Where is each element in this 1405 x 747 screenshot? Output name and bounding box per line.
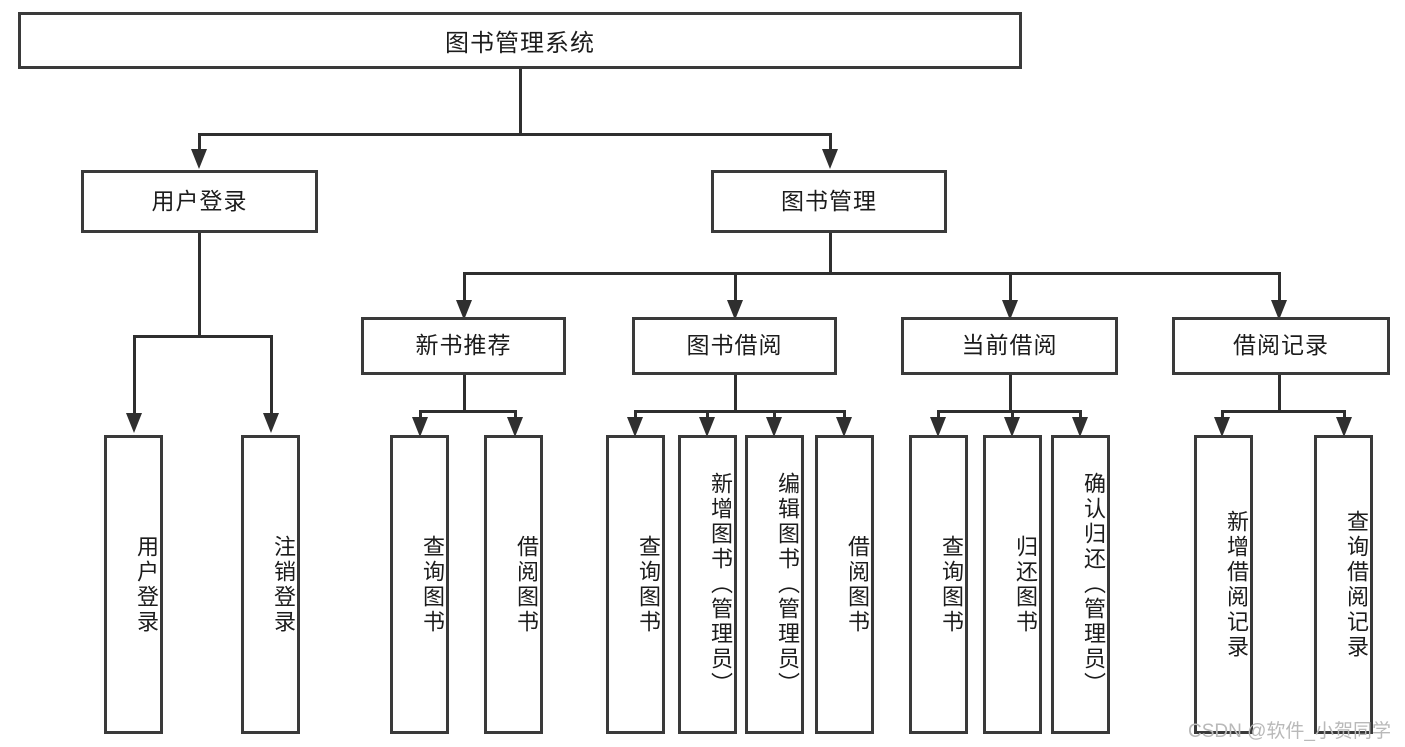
arrow-to-cb-leaf-3: [1072, 417, 1088, 437]
connector-book-borrow-stem: [734, 375, 737, 411]
arrow-to-bb-leaf-3: [766, 417, 782, 437]
node-label: 图书借阅: [686, 332, 783, 359]
node-new-book-recommend[interactable]: 新书推荐: [361, 317, 566, 375]
arrow-to-bb-leaf-4: [836, 417, 852, 437]
arrow-to-new-book-recommend: [456, 300, 472, 320]
node-label: 图书管理: [781, 187, 877, 214]
arrow-to-current-borrow: [1002, 300, 1018, 320]
node-label: 确认归还（管理员）: [1081, 472, 1106, 697]
leaf-user-login[interactable]: 用户登录: [104, 435, 163, 734]
leaf-br-query-record[interactable]: 查询借阅记录: [1314, 435, 1373, 734]
connector-level2-bus: [198, 133, 832, 136]
arrow-to-leaf-logout: [263, 413, 279, 433]
connector-drop-leaf-logout: [270, 335, 273, 415]
node-label: 当前借阅: [961, 332, 1058, 359]
connector-book-borrow-bus: [634, 410, 846, 413]
arrow-to-br-leaf-1: [1214, 417, 1230, 437]
arrow-to-nb-leaf-2: [507, 417, 523, 437]
connector-level3-bus: [463, 272, 1281, 275]
leaf-cb-return-book[interactable]: 归还图书: [983, 435, 1042, 734]
connector-current-borrow-stem: [1009, 375, 1012, 411]
node-label: 借阅图书: [514, 534, 539, 635]
connector-new-book-bus: [419, 410, 517, 413]
connector-drop-book-management: [829, 133, 832, 151]
connector-new-book-stem: [463, 375, 466, 411]
connector-root-stem: [519, 69, 522, 133]
leaf-cb-confirm-return-admin[interactable]: 确认归还（管理员）: [1051, 435, 1110, 734]
node-book-management[interactable]: 图书管理: [711, 170, 947, 233]
node-label: 图书管理系统: [445, 30, 595, 57]
node-label: 借阅图书: [845, 534, 870, 635]
connector-drop-leaf-user-login: [133, 335, 136, 415]
connector-drop-book-borrow: [734, 272, 737, 302]
node-label: 查询图书: [420, 534, 445, 635]
leaf-bb-add-book-admin[interactable]: 新增图书（管理员）: [678, 435, 737, 734]
node-label: 新增借阅记录: [1224, 509, 1249, 660]
leaf-logout[interactable]: 注销登录: [241, 435, 300, 734]
arrow-to-cb-leaf-1: [930, 417, 946, 437]
arrow-to-book-borrow: [727, 300, 743, 320]
connector-drop-current-borrow: [1009, 272, 1012, 302]
leaf-bb-borrow-book[interactable]: 借阅图书: [815, 435, 874, 734]
arrow-to-nb-leaf-1: [412, 417, 428, 437]
leaf-cb-query-book[interactable]: 查询图书: [909, 435, 968, 734]
node-book-borrow[interactable]: 图书借阅: [632, 317, 837, 375]
connector-borrow-record-bus: [1221, 410, 1346, 413]
arrow-to-user-login: [191, 149, 207, 169]
node-root-book-management-system[interactable]: 图书管理系统: [18, 12, 1022, 69]
leaf-nb-borrow-book[interactable]: 借阅图书: [484, 435, 543, 734]
arrow-to-borrow-record: [1271, 300, 1287, 320]
node-label: 借阅记录: [1233, 332, 1329, 359]
connector-drop-new-book: [463, 272, 466, 302]
arrow-to-bb-leaf-1: [627, 417, 643, 437]
node-borrow-record[interactable]: 借阅记录: [1172, 317, 1390, 375]
leaf-bb-query-book[interactable]: 查询图书: [606, 435, 665, 734]
node-label: 归还图书: [1013, 534, 1038, 635]
watermark: CSDN @软件_小贺同学: [1188, 721, 1391, 742]
connector-drop-borrow-record: [1278, 272, 1281, 302]
node-label: 新增图书（管理员）: [708, 472, 733, 697]
node-label: 用户登录: [151, 187, 248, 214]
node-label: 查询图书: [636, 534, 661, 635]
arrow-to-book-management: [822, 149, 838, 169]
node-label: 新书推荐: [415, 332, 512, 359]
arrow-to-leaf-user-login: [126, 413, 142, 433]
node-label: 注销登录: [271, 534, 296, 635]
node-label: 查询图书: [939, 534, 964, 635]
node-user-login[interactable]: 用户登录: [81, 170, 318, 233]
connector-current-borrow-bus: [937, 410, 1082, 413]
leaf-nb-query-book[interactable]: 查询图书: [390, 435, 449, 734]
connector-drop-user-login: [198, 133, 201, 151]
arrow-to-cb-leaf-2: [1004, 417, 1020, 437]
node-label: 查询借阅记录: [1344, 509, 1369, 660]
connector-user-login-stem: [198, 233, 201, 335]
arrow-to-br-leaf-2: [1336, 417, 1352, 437]
connector-borrow-record-stem: [1278, 375, 1281, 411]
connector-user-login-bus: [133, 335, 273, 338]
leaf-bb-edit-book-admin[interactable]: 编辑图书（管理员）: [745, 435, 804, 734]
node-label: 编辑图书（管理员）: [775, 472, 800, 697]
node-current-borrow[interactable]: 当前借阅: [901, 317, 1118, 375]
node-label: 用户登录: [134, 534, 159, 635]
connector-book-management-stem: [829, 233, 832, 273]
leaf-br-add-record[interactable]: 新增借阅记录: [1194, 435, 1253, 734]
arrow-to-bb-leaf-2: [699, 417, 715, 437]
